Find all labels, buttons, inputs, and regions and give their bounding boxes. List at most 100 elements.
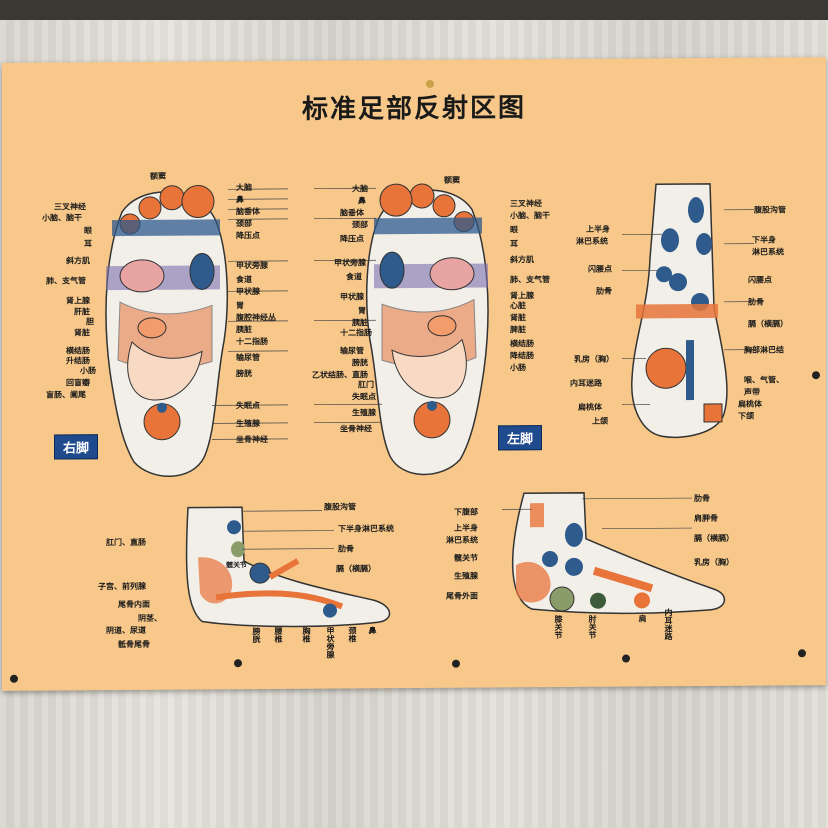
- dorsum-right-label-0: 腹股沟管: [754, 205, 786, 215]
- right-right-label-7: 甲状腺: [236, 287, 260, 297]
- left-left-label-0: 大脑: [352, 184, 368, 194]
- right-sole-diagram: [105, 185, 229, 477]
- right-left-label-2: 眼: [84, 226, 92, 236]
- medial-bottom-label-1: 腰椎: [274, 626, 283, 643]
- right-right-label-10: 胰脏: [236, 325, 252, 335]
- left-right-label-4: 斜方肌: [510, 255, 534, 265]
- dorsum-right-label-5: 膈（横膈）: [748, 319, 788, 329]
- left-right-label-3: 耳: [510, 239, 518, 249]
- dorsum-left-label-4: 乳房（胸）: [574, 354, 614, 364]
- right-right-label-4: 降压点: [236, 231, 260, 241]
- dorsum-left-label-7: 上颌: [592, 416, 608, 426]
- right-right-label-15: 生殖腺: [236, 419, 260, 429]
- dorsum-left-label-0: 上半身: [586, 224, 610, 234]
- right-right-label-9: 腹腔神经丛: [236, 312, 276, 323]
- lateral-foot-diagram: [511, 492, 726, 615]
- right-left-label-8: 胆: [86, 317, 94, 327]
- medial-inner-label: 髋关节: [226, 561, 247, 570]
- right-right-label-16: 坐骨神经: [236, 435, 268, 445]
- right-left-label-12: 小肠: [80, 366, 96, 376]
- dorsum-diagram: [631, 183, 728, 439]
- left-left-label-13: 乙状结肠、直肠: [312, 370, 368, 380]
- dorsum-right-label-9: 扁桃体: [738, 399, 762, 409]
- lateral-bottom-label-3: 内耳迷路: [664, 608, 673, 641]
- right-right-label-12: 输尿管: [236, 353, 260, 363]
- right-right-label-8: 胃: [236, 301, 244, 311]
- left-right-label-11: 降结肠: [510, 351, 534, 361]
- leader-lines: [212, 187, 754, 550]
- right-left-label-6: 肾上腺: [66, 296, 90, 306]
- left-left-label-6: 食道: [346, 272, 362, 282]
- right-right-label-1: 鼻: [236, 195, 244, 205]
- right-left-label-4: 斜方肌: [66, 256, 90, 266]
- medial-left-label-1: 子宫、前列腺: [98, 581, 146, 592]
- dorsum-left-label-6: 扁桃体: [578, 402, 602, 412]
- left-right-label-12: 小肠: [510, 363, 526, 373]
- dorsum-left-label-3: 肋骨: [596, 286, 612, 296]
- dorsum-right-label-10: 下颌: [738, 411, 754, 421]
- left-right-label-7: 心脏: [510, 301, 526, 311]
- left-left-label-9: 胰脏: [352, 318, 368, 328]
- medial-right-label-1: 下半身淋巴系统: [338, 524, 394, 534]
- dorsum-right-label-8: 声带: [744, 387, 760, 397]
- right-right-label-3: 颈部: [236, 219, 252, 229]
- lateral-left-label-5: 尾骨外面: [446, 591, 478, 601]
- left-left-label-15: 失眠点: [352, 392, 376, 402]
- left-left-label-7: 甲状腺: [340, 292, 364, 302]
- left-left-label-1: 鼻: [358, 196, 366, 206]
- dorsum-right-label-3: 闪腰点: [748, 275, 772, 285]
- right-right-label-11: 十二指肠: [236, 337, 268, 347]
- left-left-label-8: 胃: [358, 306, 366, 316]
- left-left-label-11: 输尿管: [340, 346, 364, 356]
- right-right-label-13: 膀胱: [236, 369, 252, 379]
- lateral-right-label-0: 肋骨: [694, 493, 710, 504]
- dorsum-right-label-2: 淋巴系统: [752, 247, 784, 257]
- dorsum-left-label-1: 淋巴系统: [576, 236, 608, 246]
- left-left-label-5: 甲状旁腺: [334, 258, 366, 268]
- left-right-label-1: 小脑、脑干: [510, 211, 550, 221]
- lateral-right-label-3: 乳房（胸）: [694, 557, 734, 568]
- right-left-label-0: 三叉神经: [54, 202, 86, 212]
- wall-top-edge: [0, 0, 828, 20]
- left-right-label-10: 横结肠: [510, 339, 534, 349]
- left-left-label-12: 膀胱: [352, 358, 368, 368]
- lateral-left-label-1: 上半身: [454, 523, 478, 533]
- right-left-label-7: 肝脏: [74, 307, 90, 317]
- right-foot-tag: 右脚: [54, 434, 99, 460]
- medial-left-label-5: 骶骨尾骨: [118, 639, 150, 650]
- left-left-label-2: 脑垂体: [340, 208, 364, 218]
- medial-right-label-3: 膈（横膈）: [336, 564, 376, 574]
- lateral-left-label-2: 淋巴系统: [446, 535, 478, 545]
- medial-bottom-label-3: 甲状旁腺: [326, 626, 335, 659]
- dorsum-left-label-2: 闪腰点: [588, 264, 612, 274]
- medial-right-label-0: 腹股沟管: [324, 502, 356, 512]
- left-left-label-14: 肛门: [358, 380, 374, 390]
- lateral-left-label-4: 生殖腺: [454, 571, 478, 581]
- dorsum-right-label-7: 喉、气管、: [744, 375, 784, 385]
- medial-foot-diagram: [185, 506, 391, 628]
- dorsum-left-label-5: 内耳迷路: [570, 378, 602, 388]
- lateral-right-label-2: 膈（横膈）: [694, 533, 734, 544]
- right-right-label-0: 大脑: [236, 183, 252, 193]
- lateral-left-label-3: 髋关节: [454, 553, 478, 563]
- lateral-bottom-label-1: 肘关节: [588, 614, 597, 639]
- lateral-right-label-1: 肩胛骨: [694, 513, 718, 524]
- left-right-label-8: 肾脏: [510, 313, 526, 323]
- left-left-label-3: 颈部: [352, 220, 368, 230]
- left-left-label-4: 降压点: [340, 234, 364, 244]
- dorsum-right-label-6: 胸部淋巴结: [744, 345, 784, 355]
- right-right-label-14: 失眠点: [236, 401, 260, 411]
- foot-illustrations: [105, 183, 754, 628]
- medial-bottom-label-4: 颈椎: [348, 626, 357, 643]
- left-sole-diagram: [365, 183, 489, 476]
- medial-left-label-4: 阴道、尿道: [106, 625, 146, 636]
- left-right-label-2: 眼: [510, 225, 518, 235]
- right-left-label-9: 肾脏: [74, 328, 90, 338]
- right-right-label-6: 食道: [236, 275, 252, 285]
- medial-bottom-label-2: 胸椎: [302, 626, 311, 643]
- medial-bottom-label-0: 膀胱: [252, 627, 261, 644]
- medial-left-label-2: 尾骨内面: [118, 599, 150, 610]
- right-left-label-5: 肺、支气管: [46, 276, 86, 286]
- lateral-bottom-label-2: 肩: [638, 614, 647, 623]
- medial-left-label-0: 肛门、直肠: [106, 537, 146, 548]
